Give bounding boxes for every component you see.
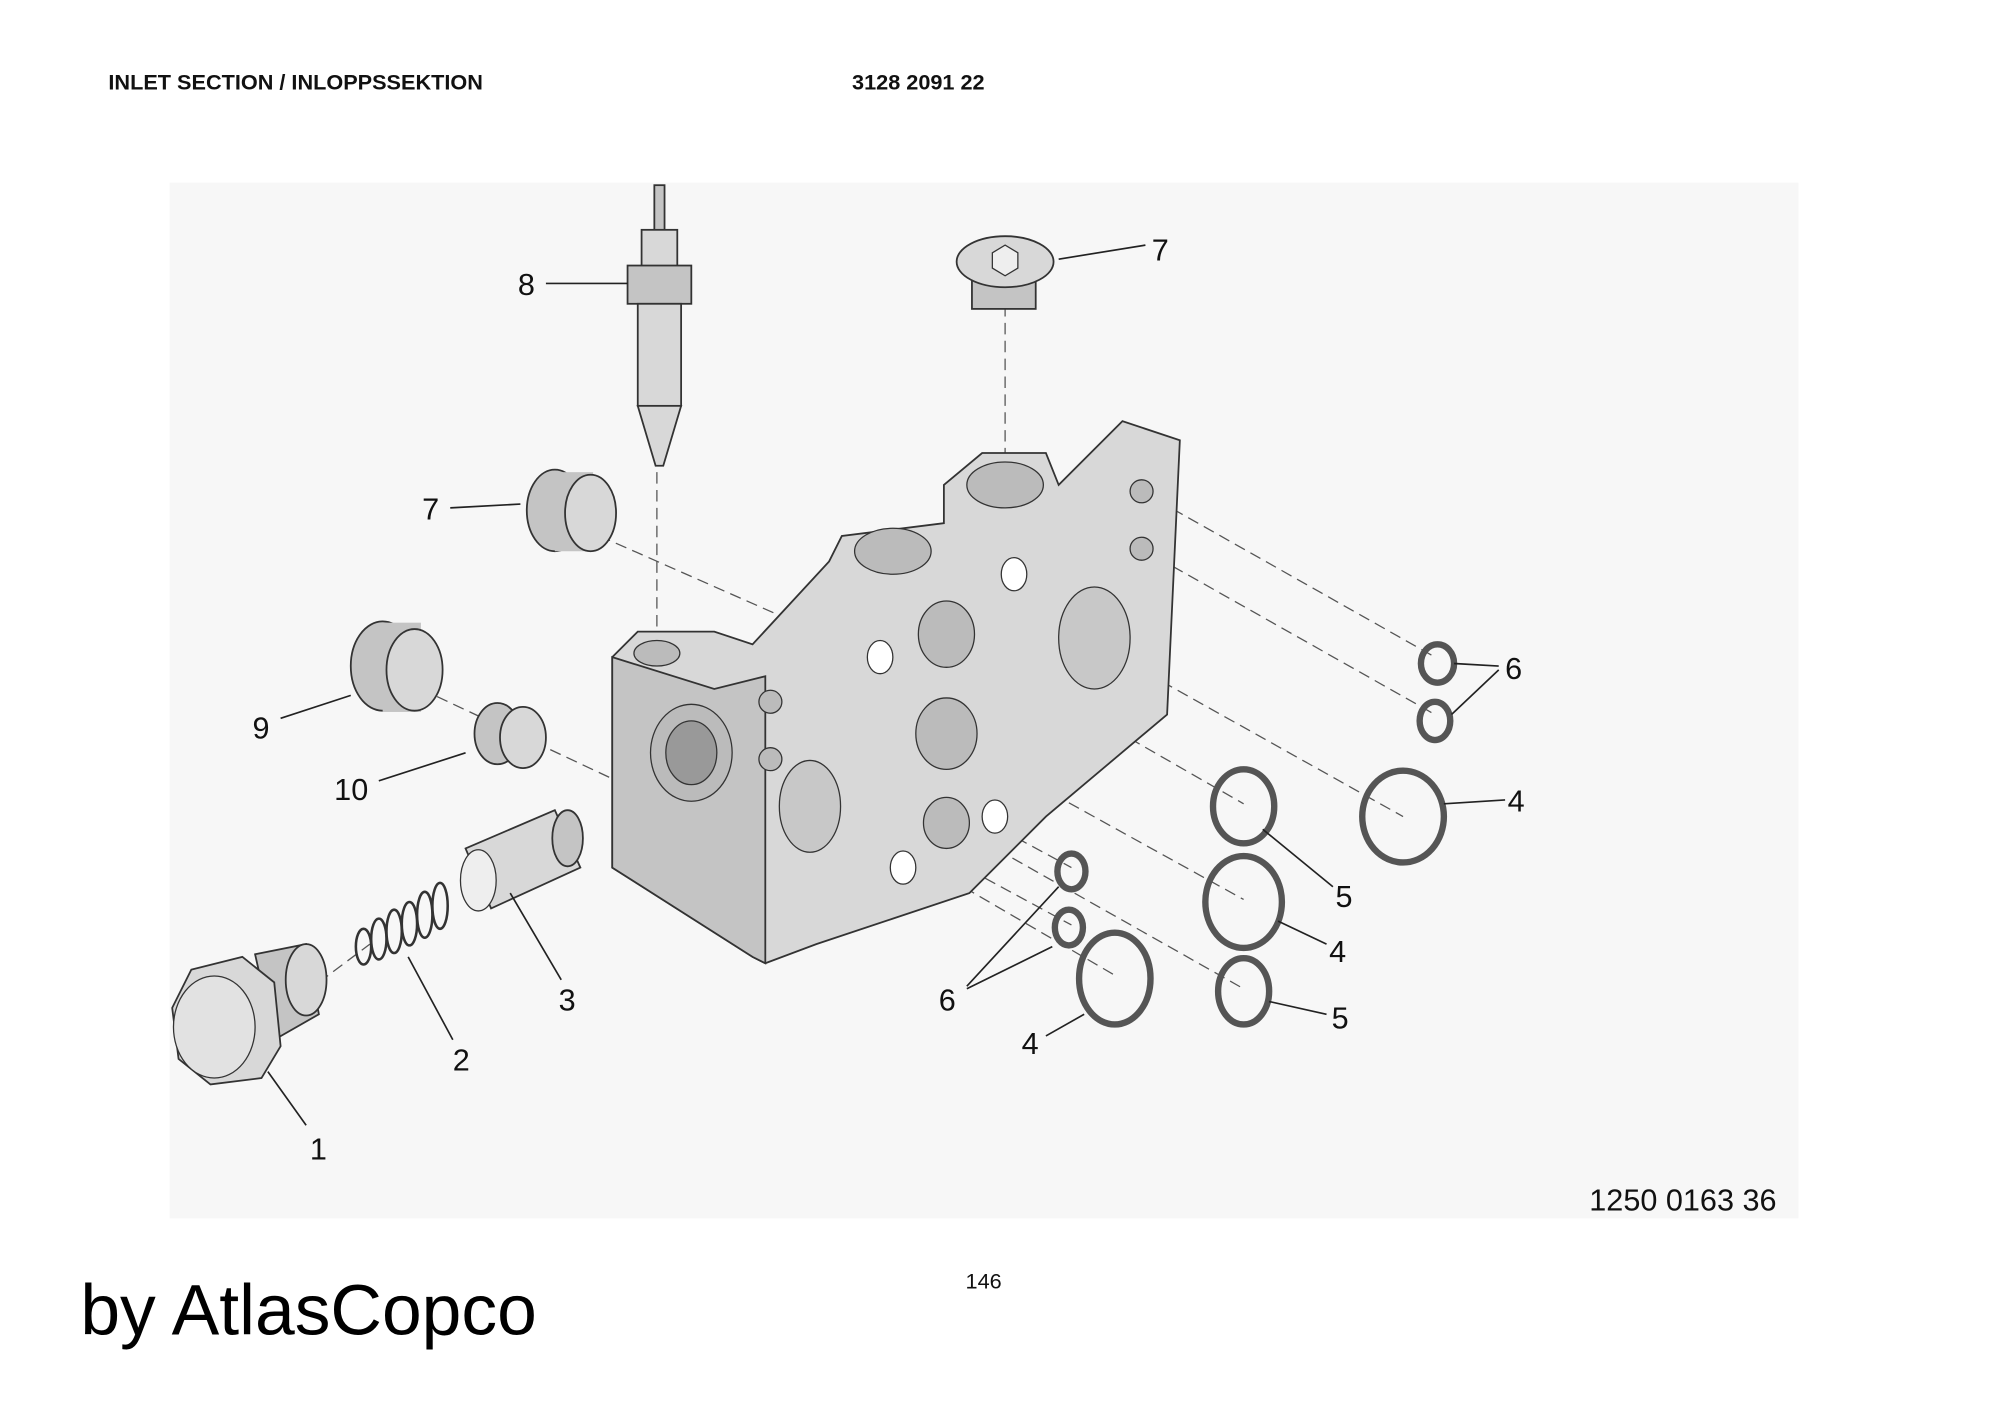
callout-9: 9 — [253, 712, 270, 746]
callout-4: 4 — [1508, 784, 1525, 818]
exploded-view-drawing: 8 7 7 9 10 3 2 1 6 4 5 4 5 6 4 1250 0163… — [169, 182, 1799, 1219]
part-7-plug-side — [525, 468, 617, 553]
part-1-hex-plug — [171, 943, 328, 1086]
callout-5: 5 — [1332, 1001, 1349, 1035]
callout-1: 1 — [310, 1133, 327, 1167]
callout-6: 6 — [939, 983, 956, 1017]
part-2-spring — [354, 881, 449, 966]
callout-10: 10 — [334, 773, 368, 807]
part-9-plug — [349, 620, 444, 712]
o-rings — [1051, 641, 1458, 1028]
callout-6: 6 — [1505, 652, 1522, 686]
part-8-sensor — [626, 184, 693, 467]
callout-7: 7 — [1152, 233, 1169, 267]
callout-2: 2 — [453, 1043, 470, 1077]
callout-8: 8 — [518, 268, 535, 302]
callout-4: 4 — [1329, 935, 1346, 969]
callout-labels: 8 7 7 9 10 3 2 1 6 4 5 4 5 6 4 — [253, 233, 1525, 1166]
callout-3: 3 — [559, 983, 576, 1017]
callout-7: 7 — [422, 492, 439, 526]
drawing-number: 1250 0163 36 — [1589, 1184, 1776, 1218]
part-3-sleeve — [459, 809, 584, 912]
part-10-insert — [473, 702, 547, 769]
brand-footer: by AtlasCopco — [80, 1270, 536, 1350]
section-title: INLET SECTION / INLOPPSSEKTION — [108, 70, 482, 95]
part-7-plug-top — [955, 235, 1055, 310]
part-number: 3128 2091 22 — [852, 70, 985, 95]
callout-leaders — [267, 244, 1506, 1126]
callout-5: 5 — [1335, 880, 1352, 914]
inlet-section-body — [611, 420, 1181, 965]
page-number: 146 — [966, 1268, 1002, 1293]
callout-4: 4 — [1022, 1027, 1039, 1061]
